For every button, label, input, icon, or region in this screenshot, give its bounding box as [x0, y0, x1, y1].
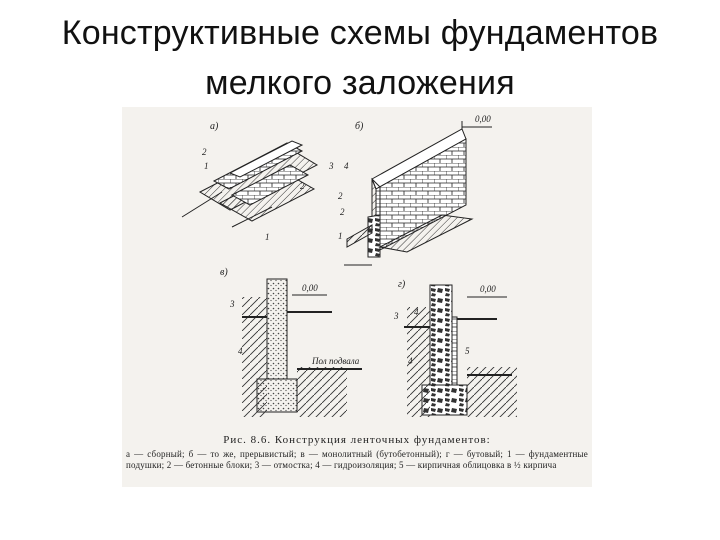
panel-v-monolithic — [242, 278, 362, 417]
label-a-2: 2 — [202, 147, 207, 157]
label-v-4: 4 — [238, 346, 243, 356]
label-a-1-bottom: 1 — [265, 232, 270, 242]
label-v-3: 3 — [229, 299, 235, 309]
label-a-2-right: 2 — [300, 181, 305, 191]
figure-caption-body: а — сборный; б — то же, прерывистый; в —… — [126, 449, 588, 470]
title-line-1: Конструктивные схемы фундаментов — [61, 14, 659, 52]
label-b-2a: 2 — [338, 191, 343, 201]
label-g-4: 4 — [408, 356, 413, 366]
label-b-2b: 2 — [340, 207, 345, 217]
panel-g-rubble — [404, 284, 517, 417]
label-b-1: 1 — [338, 231, 343, 241]
panel-b-interrupted — [344, 121, 492, 266]
level-mark-b: 0,00 — [475, 114, 491, 124]
label-b-4: 4 — [344, 161, 349, 171]
panel-a-prefab — [181, 140, 319, 228]
title-line-2: мелкого заложения — [205, 64, 515, 102]
label-b-3: 3 — [328, 161, 334, 171]
level-mark-g: 0,00 — [480, 284, 496, 294]
label-g-3: 3 — [393, 311, 399, 321]
label-g-4-top: 4 — [414, 307, 419, 317]
slide-title: Конструктивные схемы фундаментов мелкого… — [0, 8, 720, 108]
label-a: а) — [210, 121, 219, 132]
basement-floor-label: Пол подвала — [311, 356, 360, 366]
label-b: б) — [355, 121, 364, 132]
foundation-drawing: а) 2 1 2 1 б) 0,00 3 4 2 2 1 — [122, 107, 592, 487]
label-g-5: 5 — [465, 346, 470, 356]
drawing-canvas: а) 2 1 2 1 б) 0,00 3 4 2 2 1 — [181, 114, 517, 417]
label-g: г) — [398, 279, 406, 290]
level-mark-v: 0,00 — [302, 283, 318, 293]
figure-caption-title: Рис. 8.6. Конструкция ленточных фундамен… — [223, 434, 491, 446]
label-a-1-top: 1 — [204, 161, 209, 171]
label-v: в) — [220, 267, 228, 278]
